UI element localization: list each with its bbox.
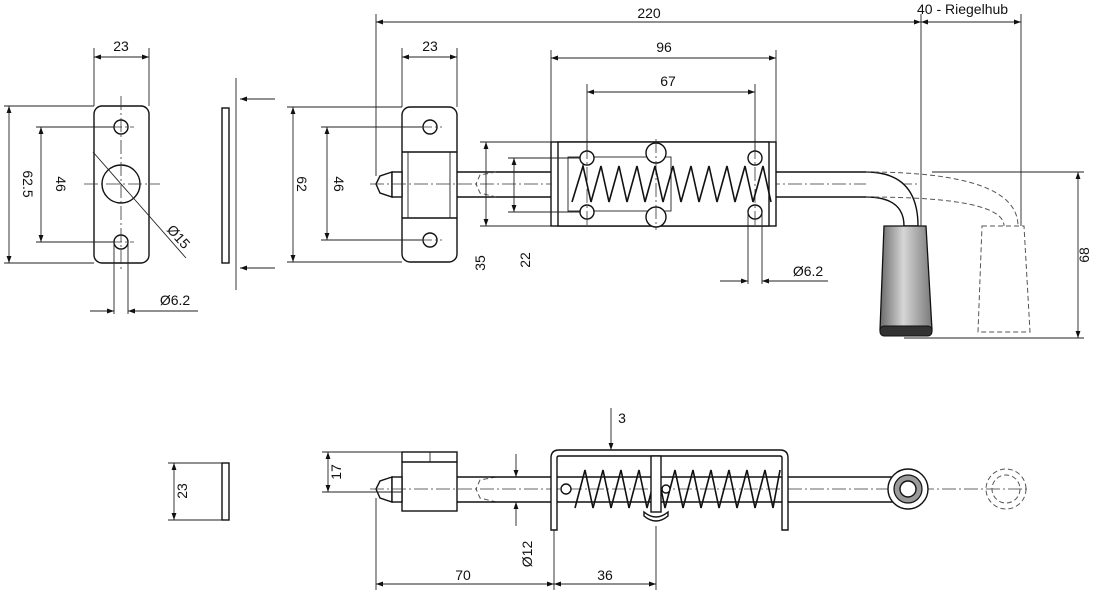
side-plate-side-view bbox=[168, 462, 230, 521]
side-plate-hole-dia-label: Ø6.2 bbox=[160, 292, 191, 308]
bolt-side-view bbox=[322, 408, 1030, 590]
keeper-hole-spacing-label: 46 bbox=[331, 176, 347, 192]
bolt-height-35-label: 35 bbox=[472, 255, 488, 271]
bolt-top-view bbox=[370, 14, 1084, 339]
side-plate-center-hole-label: Ø15 bbox=[164, 221, 194, 252]
overall-length-label: 220 bbox=[637, 5, 661, 21]
distance-70-label: 70 bbox=[455, 567, 471, 583]
keeper-height-label: 62 bbox=[294, 176, 310, 192]
distance-36-label: 36 bbox=[597, 567, 613, 583]
side-plate-hole-spacing-label: 46 bbox=[53, 176, 69, 192]
bolt-dia-label: Ø12 bbox=[519, 541, 535, 568]
side-plate-edge-view bbox=[221, 78, 275, 290]
side-plate-height-label: 62.5 bbox=[20, 170, 36, 197]
keeper-width-label: 23 bbox=[422, 38, 438, 54]
side-plate-front-view bbox=[4, 48, 198, 314]
handle-height-label: 68 bbox=[1076, 247, 1092, 263]
keeper-depth-label: 17 bbox=[328, 464, 344, 480]
throw-label: 40 - Riegelhub bbox=[917, 1, 1008, 17]
housing-hole-dia-label: Ø6.2 bbox=[793, 263, 824, 279]
side-plate-width-label: 23 bbox=[113, 38, 129, 54]
housing-length-label: 96 bbox=[656, 39, 672, 55]
plate-thickness-label: 23 bbox=[174, 483, 190, 499]
housing-hole-spacing-label: 67 bbox=[660, 73, 676, 89]
bolt-height-22-label: 22 bbox=[517, 252, 533, 268]
keeper-front-view bbox=[287, 48, 458, 263]
spring-offset-label: 3 bbox=[618, 410, 626, 426]
